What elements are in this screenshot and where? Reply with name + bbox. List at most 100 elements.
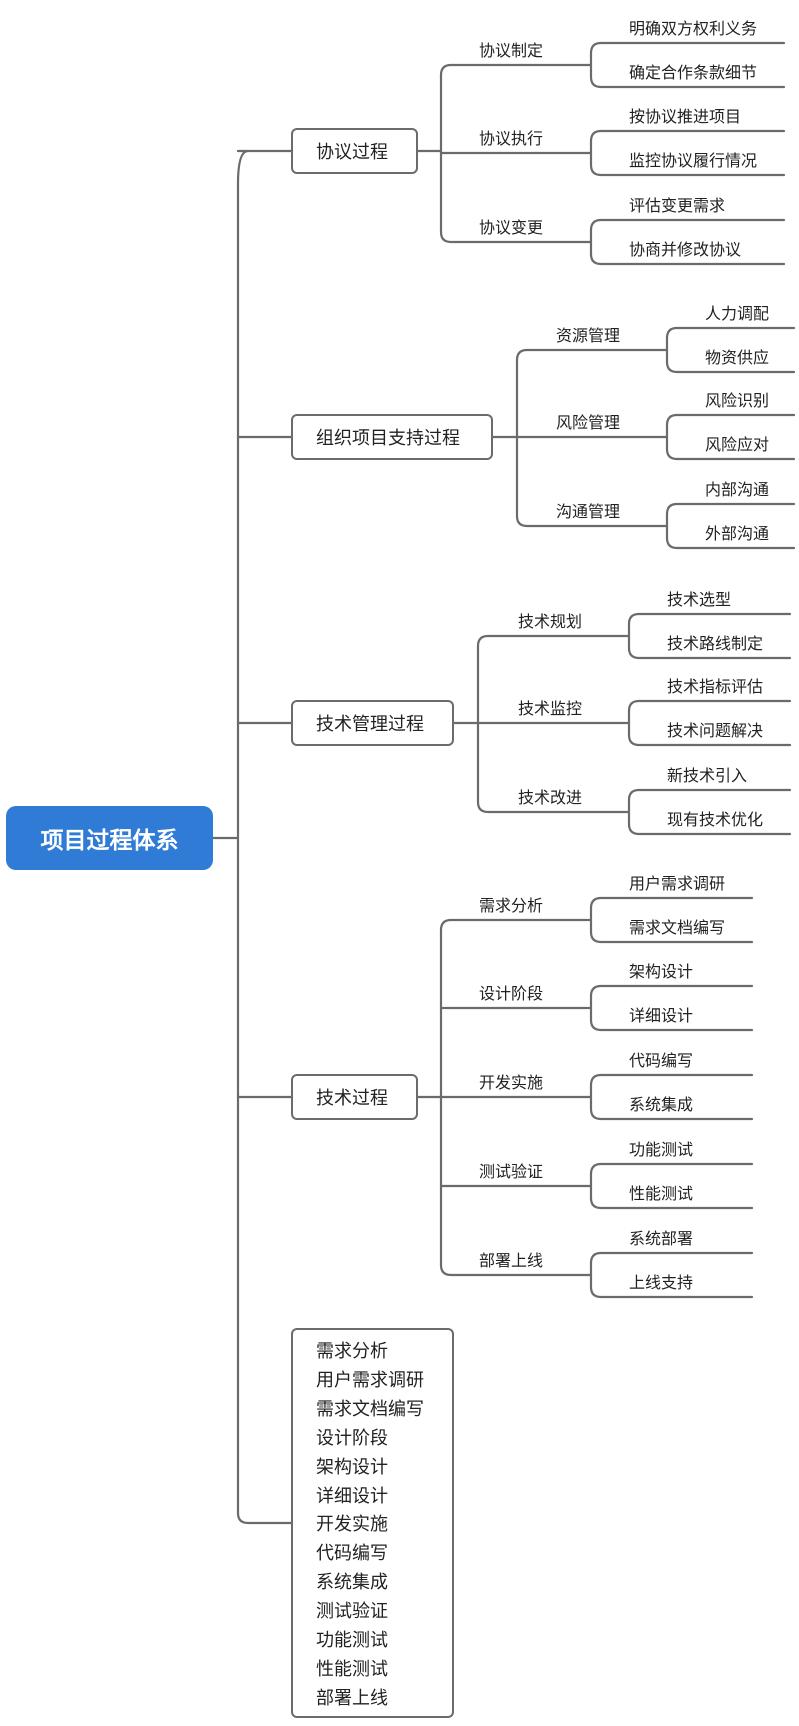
group-label[interactable]: 协议执行 (479, 129, 544, 148)
group-label[interactable]: 风险管理 (556, 413, 621, 432)
leaf-label[interactable]: 评估变更需求 (629, 196, 726, 215)
leaf-label[interactable]: 物资供应 (705, 348, 770, 367)
leaf-label[interactable]: 新技术引入 (667, 766, 748, 785)
group-label[interactable]: 测试验证 (479, 1162, 544, 1181)
leaf-line (665, 447, 796, 461)
leaf-label[interactable]: 上线支持 (629, 1273, 694, 1292)
leaf-line (665, 326, 796, 340)
group-label[interactable]: 开发实施 (479, 1073, 544, 1092)
leaf-line (589, 984, 754, 998)
summary-item: 用户需求调研 (316, 1369, 424, 1391)
leaf-line (627, 733, 792, 747)
leaf-line (589, 1162, 754, 1176)
leaf-line (589, 75, 786, 89)
leaf-label[interactable]: 技术指标评估 (667, 677, 764, 696)
leaf-line (665, 536, 796, 550)
group-label[interactable]: 协议变更 (479, 218, 544, 237)
leaf-label[interactable]: 详细设计 (629, 1006, 694, 1025)
leaf-line (627, 699, 792, 713)
summary-list: 需求分析用户需求调研需求文档编写设计阶段架构设计详细设计开发实施代码编写系统集成… (316, 1338, 452, 1714)
group-label[interactable]: 技术改进 (518, 788, 583, 807)
summary-item: 功能测试 (316, 1630, 388, 1652)
summary-item: 设计阶段 (316, 1427, 388, 1449)
group-label[interactable]: 协议制定 (479, 41, 544, 60)
leaf-line (589, 1018, 754, 1032)
leaf-label[interactable]: 风险应对 (705, 435, 770, 454)
summary-item: 系统集成 (316, 1572, 388, 1594)
leaf-label[interactable]: 用户需求调研 (629, 874, 726, 893)
leaf-line (589, 41, 786, 55)
leaf-line (589, 1251, 754, 1265)
leaf-label[interactable]: 内部沟通 (705, 480, 770, 499)
root-node[interactable]: 项目过程体系 (6, 806, 213, 870)
leaf-label[interactable]: 风险识别 (705, 391, 770, 410)
leaf-label[interactable]: 监控协议履行情况 (629, 151, 758, 170)
leaf-line (627, 646, 792, 660)
leaf-label[interactable]: 明确双方权利义务 (629, 19, 758, 38)
group-label[interactable]: 资源管理 (556, 326, 621, 345)
leaf-line (589, 930, 754, 944)
leaf-line (627, 612, 792, 626)
leaf-line (589, 163, 786, 177)
leaf-label[interactable]: 技术问题解决 (667, 721, 764, 740)
group-label[interactable]: 沟通管理 (556, 502, 621, 521)
leaf-label[interactable]: 架构设计 (629, 962, 694, 981)
leaf-line (589, 1107, 754, 1121)
leaf-label[interactable]: 性能测试 (629, 1184, 694, 1203)
leaf-label[interactable]: 需求文档编写 (629, 918, 726, 937)
leaf-line (589, 252, 786, 266)
leaf-label[interactable]: 现有技术优化 (667, 810, 764, 829)
group-line (515, 348, 669, 362)
summary-item: 性能测试 (316, 1658, 388, 1680)
leaf-label[interactable]: 人力调配 (705, 304, 770, 323)
branch-node[interactable]: 协议过程 (291, 128, 418, 174)
summary-box[interactable]: 需求分析用户需求调研需求文档编写设计阶段架构设计详细设计开发实施代码编写系统集成… (291, 1328, 454, 1718)
group-line (476, 634, 631, 648)
leaf-label[interactable]: 确定合作条款细节 (629, 63, 758, 82)
leaf-label[interactable]: 系统集成 (629, 1095, 694, 1114)
leaf-line (589, 1285, 754, 1299)
summary-item: 开发实施 (316, 1514, 388, 1536)
leaf-label[interactable]: 系统部署 (629, 1229, 694, 1248)
leaf-label[interactable]: 技术路线制定 (667, 634, 764, 653)
leaf-line (665, 360, 796, 374)
leaf-line (627, 822, 792, 836)
leaf-line (665, 502, 796, 516)
group-line (515, 514, 669, 528)
group-line (439, 1263, 593, 1277)
branch-node[interactable]: 组织项目支持过程 (291, 414, 493, 460)
summary-item: 代码编写 (316, 1543, 388, 1565)
branch-node[interactable]: 技术管理过程 (291, 700, 454, 746)
group-line (476, 800, 631, 814)
branch-corner (236, 149, 250, 186)
branch-node[interactable]: 技术过程 (291, 1074, 418, 1120)
leaf-label[interactable]: 技术选型 (667, 590, 732, 609)
group-label[interactable]: 需求分析 (479, 896, 544, 915)
group-label[interactable]: 设计阶段 (479, 984, 544, 1003)
group-label[interactable]: 部署上线 (479, 1251, 544, 1270)
leaf-line (589, 1196, 754, 1210)
group-label[interactable]: 技术规划 (518, 612, 583, 631)
summary-item: 部署上线 (316, 1687, 388, 1709)
leaf-label[interactable]: 协商并修改协议 (629, 240, 742, 259)
leaf-label[interactable]: 按协议推进项目 (629, 107, 742, 126)
group-line (439, 63, 593, 77)
leaf-line (589, 1073, 754, 1087)
summary-item: 详细设计 (316, 1485, 388, 1507)
group-label[interactable]: 技术监控 (518, 699, 583, 718)
leaf-label[interactable]: 代码编写 (629, 1051, 694, 1070)
summary-item: 需求分析 (316, 1341, 388, 1362)
leaf-line (589, 218, 786, 232)
summary-item: 架构设计 (316, 1456, 388, 1478)
leaf-line (665, 413, 796, 427)
leaf-line (589, 129, 786, 143)
summary-item: 需求文档编写 (316, 1398, 424, 1420)
summary-connector (236, 1511, 293, 1525)
leaf-label[interactable]: 外部沟通 (705, 524, 770, 543)
summary-item: 测试验证 (316, 1601, 388, 1623)
leaf-line (627, 788, 792, 802)
group-line (439, 918, 593, 932)
leaf-label[interactable]: 功能测试 (629, 1140, 694, 1159)
group-line (439, 230, 593, 244)
